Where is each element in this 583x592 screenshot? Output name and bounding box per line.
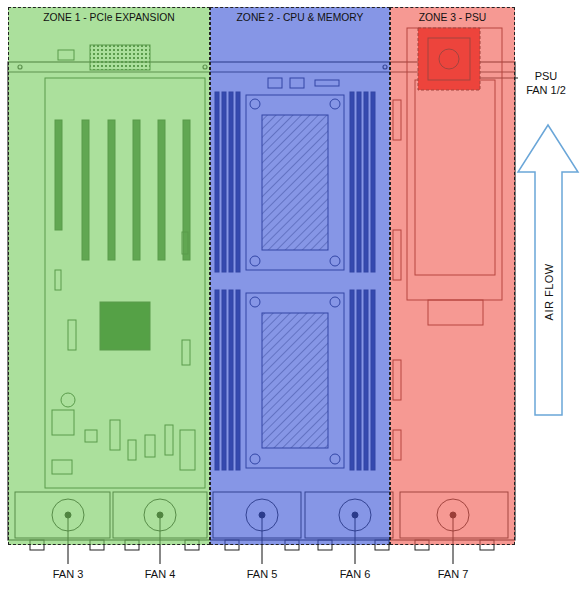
airflow-label: AIR FLOW: [543, 263, 557, 320]
fan-label: FAN 7: [438, 568, 469, 582]
zone-title: ZONE 3 - PSU: [391, 8, 514, 23]
zone-band: ZONE 1 - PCIe EXPANSION: [8, 7, 210, 545]
zone-title: ZONE 2 - CPU & MEMORY: [211, 8, 389, 23]
fan-label: PSU FAN 1/2: [523, 70, 569, 98]
fan-label: FAN 4: [145, 568, 176, 582]
zone-band: ZONE 2 - CPU & MEMORY: [210, 7, 390, 545]
zone-band: ZONE 3 - PSU: [390, 7, 515, 545]
fan-label: FAN 6: [340, 568, 371, 582]
airflow-arrow: [518, 125, 578, 415]
airflow-arrow-part: [518, 125, 578, 415]
fan-label: FAN 5: [247, 568, 278, 582]
zone-title: ZONE 1 - PCIe EXPANSION: [9, 8, 209, 23]
fan-label: FAN 3: [53, 568, 84, 582]
